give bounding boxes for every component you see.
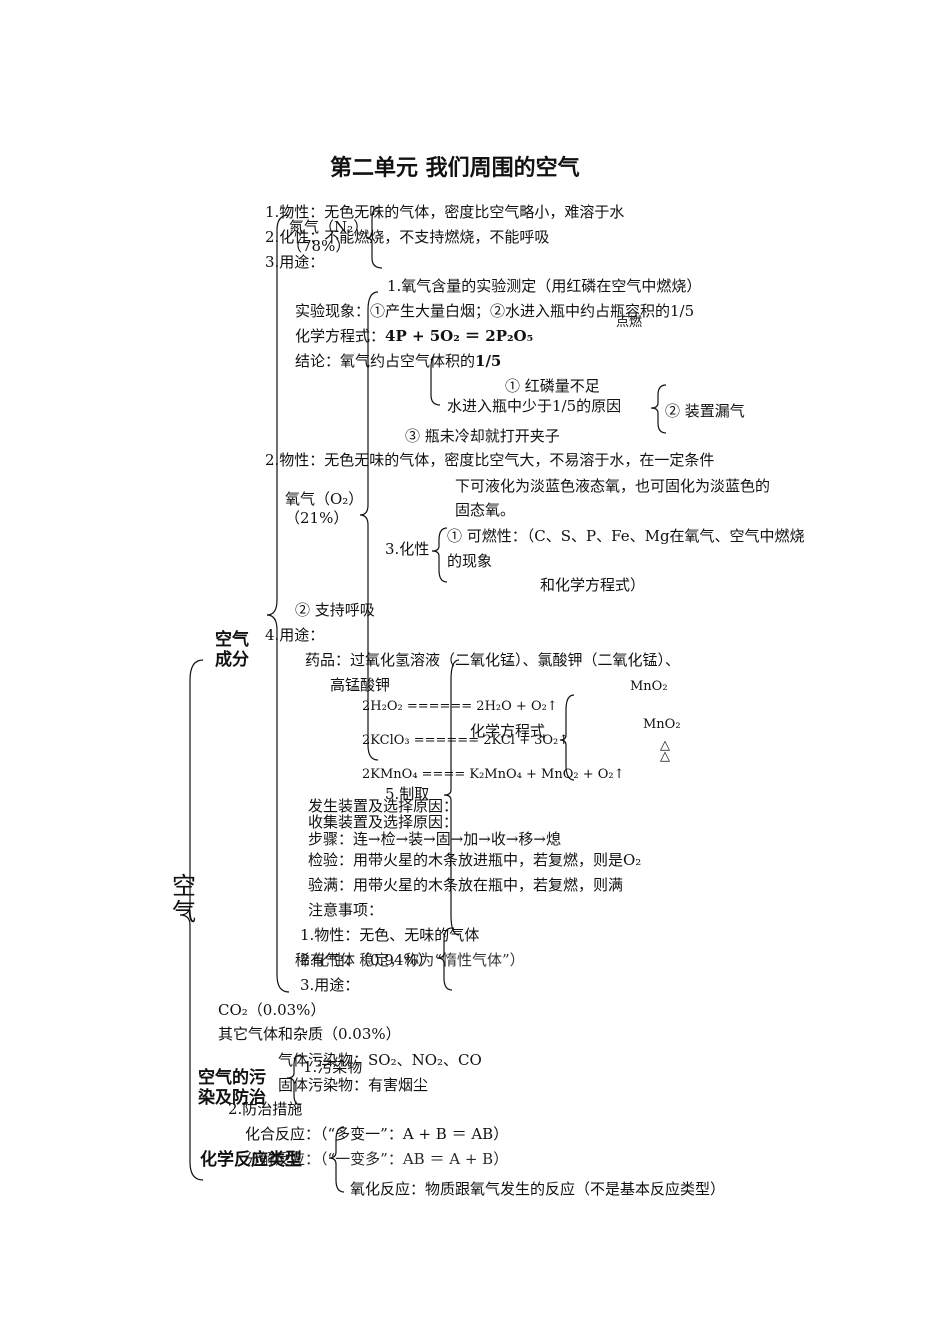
root-label-2: 气	[172, 898, 196, 926]
reaction-combination: 化合反应：（“多变一”：A + B ＝ AB）	[245, 1125, 509, 1143]
noble-chemical: 2.化性：稳定，称为“惰性气体”）	[300, 951, 525, 969]
o2-reagents-2: 高锰酸钾	[330, 676, 391, 694]
n2-percent: （78%）	[287, 237, 351, 255]
o2-conclusion-prefix: 结论：氧气约占空气体积的	[295, 352, 476, 370]
o2-conclusion-row: 结论：氧气约占空气体积的1/5	[295, 352, 501, 370]
category-reaction-types: 化学反应类型	[200, 1150, 302, 1170]
o2-percent: （21%）	[285, 509, 349, 527]
o2-combustible-3: 和化学方程式）	[540, 576, 646, 594]
catalyst-2: MnO₂	[643, 717, 681, 732]
heat-symbol-1: △	[660, 738, 670, 753]
pollution-prevention: 2.防治措施	[228, 1100, 303, 1118]
reaction-oxidation: 氧化反应：物质跟氧气发生的反应（不是基本反应类型）	[350, 1180, 726, 1198]
category-composition-1: 空气	[215, 630, 249, 650]
category-pollution-1: 空气的污	[198, 1068, 266, 1088]
co2-component: CO₂（0.03%）	[218, 1001, 326, 1019]
category-pollution-2: 染及防治	[198, 1088, 266, 1108]
ignite-condition: 点燃	[616, 315, 643, 330]
page-title: 第二单元 我们周围的空气	[330, 156, 580, 181]
pollution-gas: 气体污染物：SO₂、NO₂、CO	[278, 1051, 482, 1069]
equation-kmno4: 2KMnO₄ ==== K₂MnO₄ + MnO₂ + O₂↑	[362, 767, 625, 782]
n2-name: 氮气（N₂）	[289, 218, 369, 236]
equation-kclo3: 2KClO₃ ====== 2KCl + 3O₂↑	[362, 733, 570, 748]
noble-use: 3.用途：	[300, 976, 360, 994]
equation-label: 化学方程式	[470, 722, 546, 740]
reason-3: ③ 瓶未冷却就打开夹子	[405, 427, 560, 445]
o2-use: 4.用途：	[265, 626, 325, 644]
o2-notes: 注意事项：	[308, 901, 384, 919]
o2-respiration: ② 支持呼吸	[295, 601, 375, 619]
o2-chem-label: 3.化性	[385, 540, 430, 558]
heat-symbol-2: △	[660, 749, 670, 764]
o2-exp-phenomenon: 实验现象：①产生大量白烟；②水进入瓶中约占瓶容积的1/5	[295, 302, 695, 320]
o2-equation-prefix: 化学方程式：	[295, 327, 386, 345]
n2-chemical: 2.化性：不能燃烧，不支持燃烧，不能呼吸	[265, 228, 550, 246]
noble-physical: 1.物性：无色、无味的气体	[300, 926, 480, 944]
o2-combustible-1: ① 可燃性：（C、S、P、Fe、Mg在氧气、空气中燃烧	[447, 527, 805, 545]
pollution-solid: 固体污染物：有害烟尘	[278, 1076, 429, 1094]
n2-use: 3.用途：	[265, 253, 325, 271]
o2-collection: 收集装置及选择原因：	[308, 813, 459, 831]
noble-name: 稀有气体（0.94%）	[295, 951, 433, 969]
o2-name: 氧气（O₂）	[285, 490, 364, 508]
reason-2: ② 装置漏气	[665, 402, 745, 420]
o2-exp-title: 1.氧气含量的实验测定（用红磷在空气中燃烧）	[387, 277, 702, 295]
o2-equation: 4P + 5O₂ ＝ 2P₂O₅	[385, 327, 534, 345]
o2-test: 检验：用带火星的木条放进瓶中，若复燃，则是O₂	[308, 851, 642, 869]
reaction-decomposition: 分解反应：（“一变多”：AB ＝ A + B）	[245, 1150, 509, 1168]
o2-prep-label: 5.制取	[385, 785, 430, 803]
o2-physical-2: 下可液化为淡蓝色液态氧，也可固化为淡蓝色的	[455, 477, 771, 495]
o2-reagents-1: 药品：过氧化氢溶液（二氧化锰）、氯酸钾（二氧化锰）、	[305, 651, 681, 669]
o2-combustible-2: 的现象	[447, 552, 493, 570]
equation-h2o2: 2H₂O₂ ====== 2H₂O + O₂↑	[362, 699, 558, 714]
o2-equation-row: 化学方程式：4P + 5O₂ ＝ 2P₂O₅	[295, 327, 533, 345]
category-composition-2: 成分	[215, 650, 249, 670]
reason-label: 水进入瓶中少于1/5的原因	[447, 397, 622, 415]
o2-physical-3: 固态氧。	[455, 501, 516, 519]
other-component: 其它气体和杂质（0.03%）	[218, 1025, 401, 1043]
o2-apparatus: 发生装置及选择原因：	[308, 797, 459, 815]
o2-conclusion-value: 1/5	[475, 352, 502, 370]
o2-steps: 步骤：连→检→装→固→加→收→移→熄	[308, 830, 561, 848]
o2-full: 验满：用带火星的木条放在瓶中，若复燃，则满	[308, 876, 624, 894]
o2-physical-1: 2.物性：无色无味的气体，密度比空气大，不易溶于水，在一定条件	[265, 451, 715, 469]
root-label-1: 空	[172, 872, 196, 900]
reason-1: ① 红磷量不足	[505, 377, 600, 395]
catalyst-1: MnO₂	[630, 679, 668, 694]
pollution-label: 1.污染物	[303, 1058, 363, 1076]
n2-physical: 1.物性：无色无味的气体，密度比空气略小，难溶于水	[265, 203, 625, 221]
